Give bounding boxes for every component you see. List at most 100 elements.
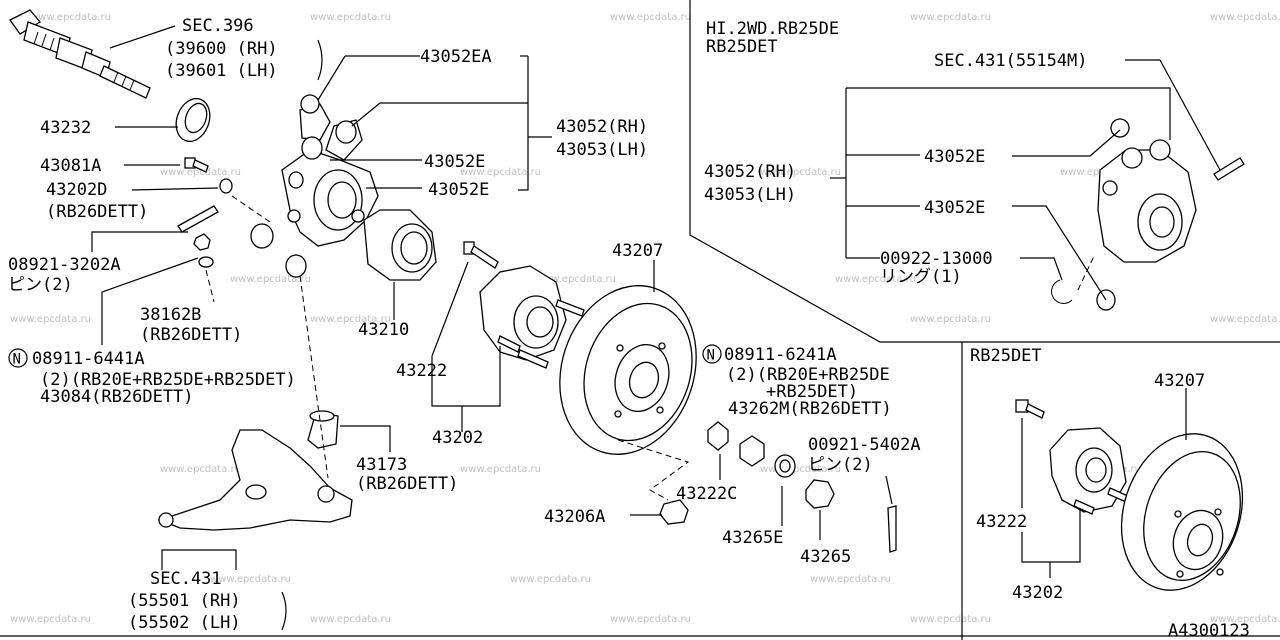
watermark: www.epcdata.ru (810, 574, 891, 585)
label-08921[interactable]: 08921-3202A (8, 255, 121, 275)
label-43173[interactable]: 43173 (356, 455, 407, 475)
label-43206a[interactable]: 43206A (544, 507, 605, 527)
paren-sec396 (317, 39, 323, 81)
watermark: www.epcdata.ru (230, 274, 311, 285)
drive-shaft (9, 9, 151, 99)
label-r-sec431[interactable]: SEC.431(55154M) (934, 51, 1088, 71)
nut (193, 233, 211, 251)
hub-bolt (463, 241, 499, 269)
watermark: www.epcdata.ru (210, 574, 291, 585)
watermark: www.epcdata.ru (910, 314, 991, 325)
label-43052-rh[interactable]: 43052(RH) (556, 117, 648, 137)
watermark: www.epcdata.ru (160, 464, 241, 475)
label-r-43052e-2[interactable]: 43052E (924, 198, 985, 218)
label-08911-6241a[interactable]: 08911-6241A (724, 345, 837, 365)
watermark: www.epcdata.ru (460, 167, 541, 178)
label-sec396-lh: (39601 (LH) (165, 61, 278, 81)
watermark: www.epcdata.ru (510, 574, 591, 585)
svg-text:N: N (13, 352, 21, 368)
label-38162b[interactable]: 38162B (140, 305, 201, 325)
label-43262m[interactable]: 43262M(RB26DETT) (728, 399, 892, 419)
pin-08921 (177, 205, 219, 233)
watermark: www.epcdata.ru (760, 464, 841, 475)
label-08911-6441a[interactable]: 08911-6441A (32, 349, 145, 369)
inset-top-title-line2: RB25DET (706, 37, 778, 57)
label-38162b-note: (RB26DETT) (140, 325, 242, 345)
label-sec431-rh: (55501 (RH) (128, 591, 241, 611)
watermark: www.epcdata.ru (1210, 314, 1280, 325)
watermark: www.epcdata.ru (310, 614, 391, 625)
label-43202[interactable]: 43202 (432, 428, 483, 448)
inset-bottom-labels: RB25DET 43207 43222 43202 (970, 346, 1205, 603)
watermark: www.epcdata.ru (160, 167, 241, 178)
label-b-43202[interactable]: 43202 (1012, 583, 1063, 603)
label-43207[interactable]: 43207 (612, 241, 663, 261)
watermark: www.epcdata.ru (310, 12, 391, 23)
label-r-43052-rh[interactable]: 43052(RH) (704, 162, 796, 182)
label-43053-lh[interactable]: 43053(LH) (556, 140, 648, 160)
inset-top-title-line1: HI.2WD.RB25DE (706, 19, 839, 39)
bolt-43081a (184, 157, 209, 173)
diagram-code: A4300123 (1168, 621, 1250, 640)
watermark: www.epcdata.ru (610, 614, 691, 625)
control-arm (158, 410, 353, 531)
label-43202d-note: (RB26DETT) (46, 202, 148, 222)
label-sec396-rh: (39600 (RH) (165, 39, 278, 59)
label-sec396[interactable]: SEC.396 (182, 16, 254, 36)
watermark: www.epcdata.ru (10, 314, 91, 325)
label-43081a[interactable]: 43081A (40, 156, 101, 176)
label-43210[interactable]: 43210 (358, 320, 409, 340)
hub-43202 (479, 265, 585, 369)
watermark: www.epcdata.ru (10, 614, 91, 625)
label-43052e-1[interactable]: 43052E (424, 152, 485, 172)
inset-bottom-drawing (1015, 388, 1244, 591)
watermark: www.epcdata.ru (310, 314, 391, 325)
watermark: www.epcdata.ru (1210, 12, 1280, 23)
n-marker-icon: N (8, 348, 28, 368)
knuckle (250, 94, 379, 278)
label-43222c[interactable]: 43222C (676, 484, 737, 504)
label-b-43207[interactable]: 43207 (1154, 371, 1205, 391)
inset-top-labels: HI.2WD.RB25DE RB25DET SEC.431(55154M) 43… (704, 19, 1088, 287)
oil-seal (175, 97, 211, 143)
label-43052ea[interactable]: 43052EA (420, 47, 492, 67)
label-00921[interactable]: 00921-5402A (808, 435, 921, 455)
label-r-43053-lh[interactable]: 43053(LH) (704, 185, 796, 205)
label-r-00922-note: リング(1) (880, 267, 962, 287)
svg-text:N: N (707, 348, 715, 364)
label-43265[interactable]: 43265 (800, 547, 851, 567)
watermark: www.epcdata.ru (760, 167, 841, 178)
watermark: www.epcdata.ru (30, 12, 111, 23)
main-labels: SEC.396 (39600 (RH) (39601 (LH) 43052EA … (8, 16, 921, 633)
label-sec431[interactable]: SEC.431 (150, 569, 222, 589)
n-marker-icon: N (702, 344, 722, 364)
label-sec431-lh: (55502 (LH) (128, 613, 241, 633)
label-43202d[interactable]: 43202D (46, 180, 107, 200)
label-43232[interactable]: 43232 (40, 118, 91, 138)
label-08911-6241a-note1: (2)(RB20E+RB25DE (726, 365, 890, 385)
label-43084[interactable]: 43084(RB26DETT) (40, 387, 194, 407)
label-43222[interactable]: 43222 (396, 361, 447, 381)
small-parts (659, 421, 897, 553)
washer (198, 256, 214, 268)
paren-sec431 (281, 591, 287, 631)
label-43265e[interactable]: 43265E (722, 528, 783, 548)
label-43052e-2[interactable]: 43052E (428, 180, 489, 200)
watermark: www.epcdata.ru (910, 12, 991, 23)
watermark: www.epcdata.ru (535, 274, 616, 285)
inset-top-drawing (830, 59, 1245, 311)
bearing-43210 (363, 209, 437, 281)
washer-43202d (219, 178, 233, 194)
watermarks: www.epcdata.ru www.epcdata.ru www.epcdat… (10, 12, 1280, 625)
label-43173-note: (RB26DETT) (356, 474, 458, 494)
label-r-00922[interactable]: 00922-13000 (880, 249, 993, 269)
label-08911-6441a-note: (2)(RB20E+RB25DE+RB25DET) (40, 370, 296, 390)
watermark: www.epcdata.ru (460, 464, 541, 475)
watermark: www.epcdata.ru (1210, 614, 1280, 625)
label-b-43222[interactable]: 43222 (976, 512, 1027, 532)
brake-rotor (559, 285, 697, 455)
label-r-43052e-1[interactable]: 43052E (924, 147, 985, 167)
watermark: www.epcdata.ru (910, 614, 991, 625)
